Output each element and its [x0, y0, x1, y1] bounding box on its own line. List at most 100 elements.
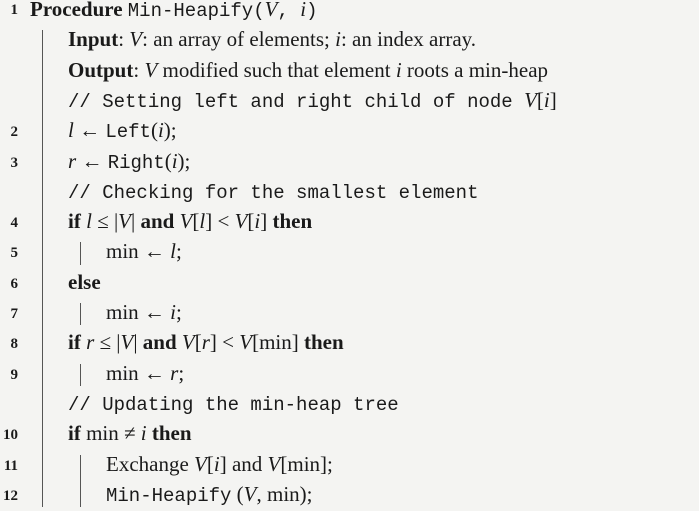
line-token: V: [264, 0, 278, 21]
line-token: else: [68, 269, 101, 294]
line-token: ≤ |: [94, 330, 121, 355]
line-token: : an index array.: [340, 27, 477, 52]
line-token: ] and: [219, 451, 268, 476]
line-token: Output: [68, 57, 134, 82]
line-text: min ← i;: [106, 297, 182, 327]
line-token: i: [213, 451, 220, 476]
line-number: 12: [3, 487, 18, 504]
line-token: i: [335, 27, 341, 52]
line-token: then: [304, 330, 344, 355]
line-token: V: [144, 57, 158, 82]
line-token: V: [179, 209, 193, 234]
line-token: |: [133, 330, 143, 355]
line-token: if: [68, 209, 87, 234]
line-token: r: [68, 148, 77, 173]
line-token: [: [536, 87, 544, 112]
line-text: else: [68, 267, 101, 297]
line-token: // Setting left and right child of node: [68, 90, 525, 113]
line-text: if l ≤ |V| and V[l] < V[i] then: [68, 206, 312, 236]
line-text: Output: V modified such that element i r…: [68, 55, 548, 85]
line-token: :: [133, 57, 145, 82]
line-token: );: [177, 148, 191, 173]
line-token: );: [163, 118, 177, 143]
line-number: 5: [10, 245, 19, 262]
line-token: (: [231, 481, 244, 506]
line-token: ): [306, 0, 318, 22]
line-token: V: [524, 87, 537, 112]
block-scope-line: [80, 363, 82, 386]
line-token: ;: [176, 300, 182, 324]
line-text: l ← Left(i);: [68, 115, 177, 147]
line-token: [min];: [280, 451, 333, 476]
line-token: V: [194, 451, 207, 476]
line-token: i: [157, 118, 164, 143]
line-token: , min);: [256, 481, 313, 506]
line-text: Exchange V[i] and V[min];: [106, 449, 333, 479]
line-token: then: [151, 421, 192, 446]
line-token: ] <: [209, 330, 240, 355]
line-token: : an array of elements;: [142, 27, 336, 52]
line-token: V: [120, 330, 134, 355]
line-token: [: [206, 451, 214, 476]
line-token: V: [243, 481, 257, 506]
line-token: Left: [105, 121, 151, 144]
line-token: Min-Heapify: [127, 0, 254, 22]
line-number: 8: [10, 336, 19, 353]
line-token: Min-Heapify: [106, 484, 232, 507]
line-token: min ≠: [86, 421, 141, 446]
line-number: 1: [10, 2, 19, 18]
line-number: 11: [3, 457, 18, 474]
line-text: // Setting left and right child of node …: [68, 85, 557, 117]
line-token: ]: [549, 87, 557, 112]
line-token: roots a min-heap: [401, 57, 549, 82]
block-scope-line: [80, 454, 82, 508]
line-token: ≤ |: [91, 209, 119, 234]
line-token: i: [254, 209, 261, 234]
line-token: if: [68, 330, 87, 355]
line-token: ←: [73, 118, 106, 143]
line-token: V: [181, 330, 195, 355]
line-number: 9: [10, 366, 19, 383]
line-text: Procedure Min-Heapify(V, i): [30, 0, 318, 26]
line-token: [: [247, 209, 255, 234]
line-text: Input: V: an array of elements; i: an in…: [68, 24, 476, 54]
line-token: r: [170, 360, 179, 385]
line-token: l: [86, 209, 92, 234]
line-token: ] <: [205, 209, 235, 234]
line-number: 7: [10, 306, 19, 322]
line-token: i: [140, 421, 147, 446]
line-token: and: [140, 209, 180, 234]
line-token: r: [201, 330, 210, 355]
line-text: // Updating the min-heap tree: [68, 388, 399, 420]
line-token: min ←: [106, 360, 171, 385]
line-token: V: [129, 27, 143, 52]
line-token: i: [543, 87, 550, 112]
line-token: ←: [76, 148, 108, 173]
block-scope-line: [80, 303, 82, 326]
line-token: l: [68, 118, 74, 143]
line-number: 10: [3, 427, 18, 444]
line-token: // Checking for the smallest element: [68, 181, 479, 204]
line-token: i: [170, 300, 177, 324]
line-token: V: [234, 209, 248, 234]
line-text: r ← Right(i);: [68, 146, 190, 178]
line-token: modified such that element: [157, 57, 396, 82]
line-token: Right: [107, 151, 165, 174]
line-text: min ← r;: [106, 358, 184, 388]
line-token: Input: [68, 27, 119, 52]
line-text: min ← l;: [106, 236, 182, 266]
line-token: and: [142, 330, 182, 355]
line-token: ;: [178, 360, 185, 385]
line-token: V: [267, 451, 281, 476]
line-number: 3: [10, 154, 19, 171]
line-token: [min]: [252, 330, 304, 355]
line-text: if min ≠ i then: [68, 418, 192, 448]
line-token: then: [272, 209, 313, 234]
line-token: ;: [176, 239, 182, 264]
line-text: if r ≤ |V| and V[r] < V[min] then: [68, 327, 344, 357]
line-token: ]: [260, 209, 273, 234]
line-token: if: [68, 421, 87, 446]
line-token: i: [171, 148, 178, 173]
line-token: (: [164, 148, 172, 173]
line-token: i: [300, 0, 307, 21]
